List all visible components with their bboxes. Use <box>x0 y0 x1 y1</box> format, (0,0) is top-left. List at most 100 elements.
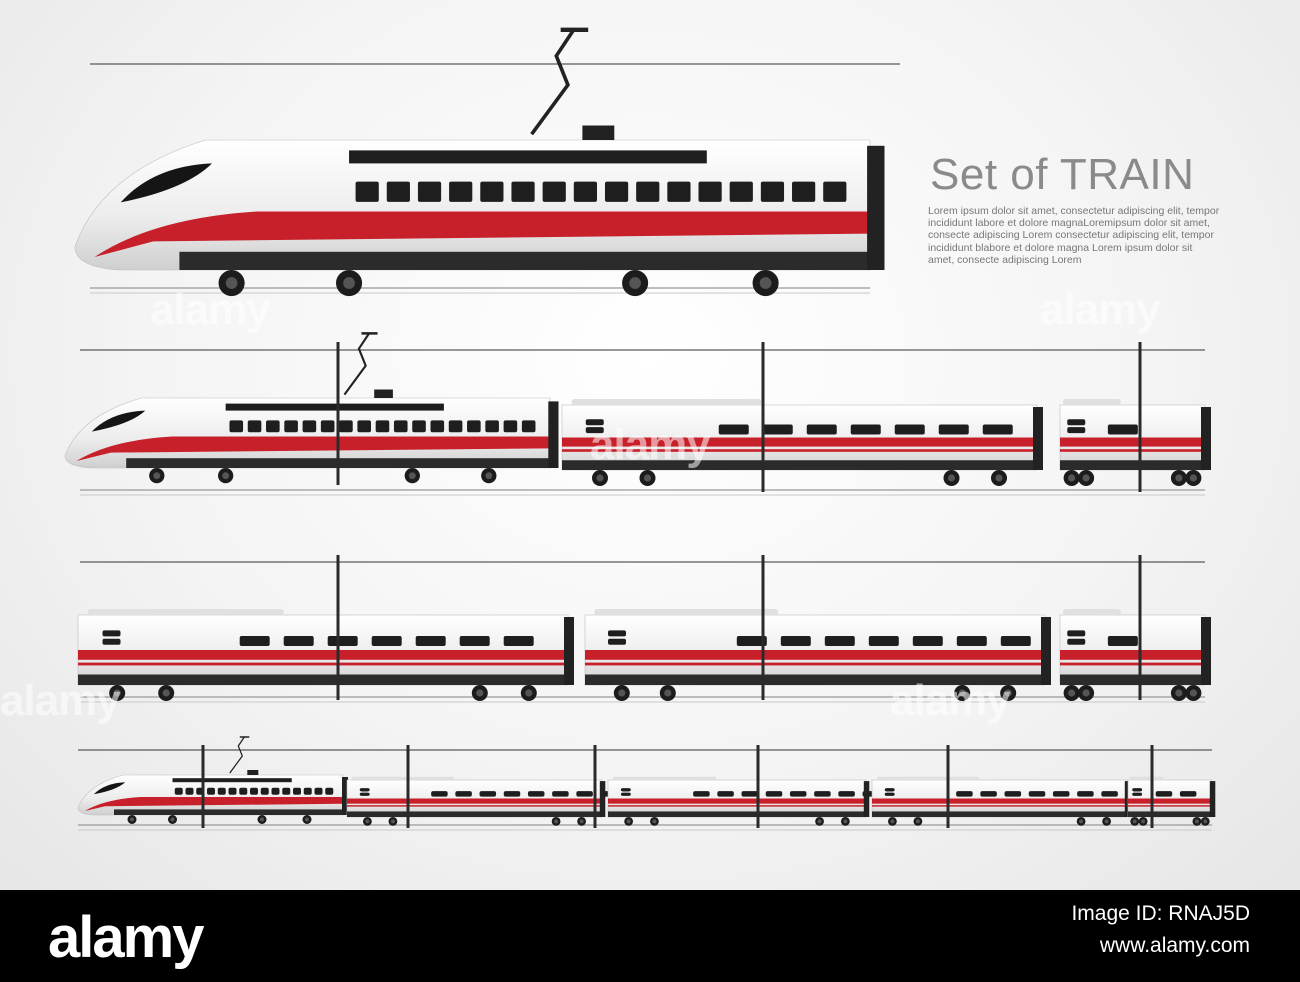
window <box>736 636 767 646</box>
car-skirt <box>562 460 1037 470</box>
car-stripe-thin <box>608 805 866 807</box>
window <box>729 181 753 202</box>
window <box>980 791 997 797</box>
wheel-hub <box>759 277 772 289</box>
train-car <box>77 609 574 701</box>
window <box>359 788 370 792</box>
window <box>956 791 973 797</box>
window <box>511 181 535 202</box>
wheel-hub <box>664 689 672 697</box>
car-stripe <box>608 798 866 804</box>
wheel-hub <box>890 819 895 824</box>
window <box>239 636 270 646</box>
wheel-hub <box>1175 689 1183 697</box>
window <box>283 636 314 646</box>
car-roof <box>613 776 717 780</box>
car-stripe-thin <box>78 662 568 666</box>
window <box>503 791 521 797</box>
window <box>789 791 807 797</box>
car-stripe-thin <box>1060 449 1205 452</box>
watermark: alamy <box>0 676 121 725</box>
train-car <box>1127 776 1216 826</box>
train-car <box>1059 609 1211 701</box>
wheel-hub <box>1189 689 1197 697</box>
wheel-hub <box>958 689 966 697</box>
window <box>884 788 895 792</box>
window <box>467 420 481 433</box>
car-stripe <box>562 437 1037 447</box>
window <box>693 791 710 797</box>
window <box>608 638 626 645</box>
roof-box <box>247 770 259 775</box>
locomotive-coupler <box>548 401 559 468</box>
car-coupler <box>1124 781 1131 817</box>
illustration-body-text: Lorem ipsum dolor sit amet, consectetur … <box>928 205 1220 266</box>
car-stripe <box>1060 650 1205 660</box>
wheel-hub <box>1079 819 1084 824</box>
car-coupler <box>1201 617 1211 685</box>
window <box>527 791 545 797</box>
window <box>718 424 749 435</box>
pantograph <box>229 736 245 774</box>
car-roof <box>352 776 455 780</box>
window <box>1101 791 1118 797</box>
window <box>293 787 301 795</box>
window <box>448 420 463 433</box>
wheel-hub <box>129 817 135 822</box>
car-coupler <box>863 781 870 817</box>
wheel-hub <box>843 819 848 824</box>
wheel-hub <box>390 819 395 824</box>
window <box>824 636 855 646</box>
window <box>1067 427 1086 434</box>
wheel-hub <box>1203 819 1208 824</box>
wheel-hub <box>1141 819 1146 824</box>
car-coupler <box>1041 617 1051 685</box>
window <box>956 636 987 646</box>
wheel-hub <box>476 689 484 697</box>
window <box>284 420 298 433</box>
window <box>302 420 317 433</box>
window <box>1000 636 1031 646</box>
window <box>1107 636 1138 646</box>
car-stripe-thin <box>872 805 1127 807</box>
window <box>412 420 426 433</box>
locomotive <box>77 736 348 824</box>
car-skirt <box>1060 460 1205 470</box>
car-skirt <box>608 811 866 817</box>
window <box>386 181 410 202</box>
wheel-hub <box>629 277 641 289</box>
window <box>1028 791 1046 797</box>
train-set-illustration <box>64 27 1216 831</box>
watermark: alamy <box>150 285 271 334</box>
watermark: alamy <box>590 420 711 469</box>
wheel-hub <box>1068 689 1076 697</box>
window <box>282 787 291 795</box>
site-link[interactable]: www.alamy.com <box>1099 934 1250 957</box>
upper-band <box>349 150 707 164</box>
cab-window <box>120 163 213 203</box>
wheel-hub <box>1082 689 1090 697</box>
wheel-hub <box>618 689 626 697</box>
car-roof <box>1062 609 1121 615</box>
window <box>1132 792 1143 796</box>
wheel-hub <box>1132 819 1137 824</box>
window <box>229 420 244 433</box>
wheel-hub <box>1068 474 1076 482</box>
upper-band <box>225 403 444 411</box>
window <box>667 181 691 202</box>
wheel-hub <box>652 819 657 824</box>
window <box>1155 791 1173 797</box>
car-stripe <box>347 798 602 804</box>
car-stripe <box>872 798 1127 804</box>
car-roof <box>877 776 980 780</box>
window <box>327 636 358 646</box>
wheel-hub <box>225 277 238 289</box>
window <box>1132 788 1143 792</box>
window <box>1067 630 1086 637</box>
window <box>636 181 660 202</box>
wheel-hub <box>596 474 604 482</box>
window <box>503 420 518 433</box>
window <box>102 638 121 645</box>
wheel-hub <box>995 474 1003 482</box>
locomotive-stripe <box>84 797 343 811</box>
